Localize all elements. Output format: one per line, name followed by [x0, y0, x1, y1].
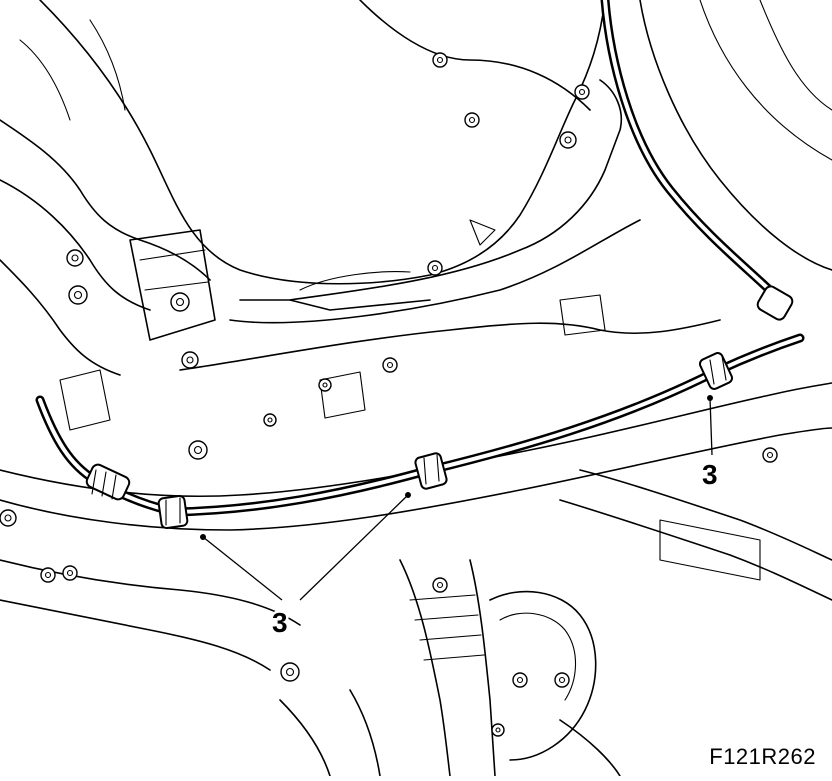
bolt-icon	[280, 662, 300, 682]
pipe-connector	[85, 463, 131, 501]
bolt-icon	[263, 413, 277, 427]
callout-label-front: 3	[272, 607, 288, 638]
leader-dot	[200, 534, 206, 540]
bolt-icon	[0, 509, 17, 527]
bolt-icon	[554, 672, 570, 688]
bolt-icon	[170, 292, 190, 312]
bolt-icon	[491, 723, 505, 737]
bolt-icon	[188, 440, 208, 460]
pipe-clamp-middle	[414, 452, 448, 490]
leader-dot	[405, 492, 411, 498]
bolt-icon	[432, 52, 448, 68]
bolt-icon	[318, 378, 332, 392]
leader-dot	[707, 395, 713, 401]
pipe-clamp-rear-right	[699, 352, 733, 390]
leader-line	[709, 397, 713, 456]
pipe-connector	[756, 285, 794, 321]
bolt-icon	[66, 249, 84, 267]
bolts	[0, 52, 778, 737]
bolt-icon	[762, 447, 778, 463]
bolt-icon	[464, 112, 480, 128]
pipe-clamp-front-left	[157, 494, 189, 530]
bolt-icon	[559, 131, 577, 149]
leader-line	[202, 536, 283, 601]
bolt-icon	[40, 567, 56, 583]
bolt-icon	[68, 285, 88, 305]
bolt-icon	[512, 672, 528, 688]
callout-label-rear-right: 3	[702, 459, 718, 490]
leader-line	[299, 494, 409, 601]
highlighted-pipe	[35, 285, 805, 530]
callout-leaders	[200, 395, 713, 601]
bolt-icon	[62, 565, 78, 581]
figure-id: F121R262	[707, 744, 818, 770]
bolt-icon	[181, 351, 199, 369]
bolt-icon	[574, 84, 590, 100]
bolt-icon	[382, 357, 398, 373]
bolt-icon	[432, 577, 448, 593]
bolt-icon	[427, 260, 443, 276]
